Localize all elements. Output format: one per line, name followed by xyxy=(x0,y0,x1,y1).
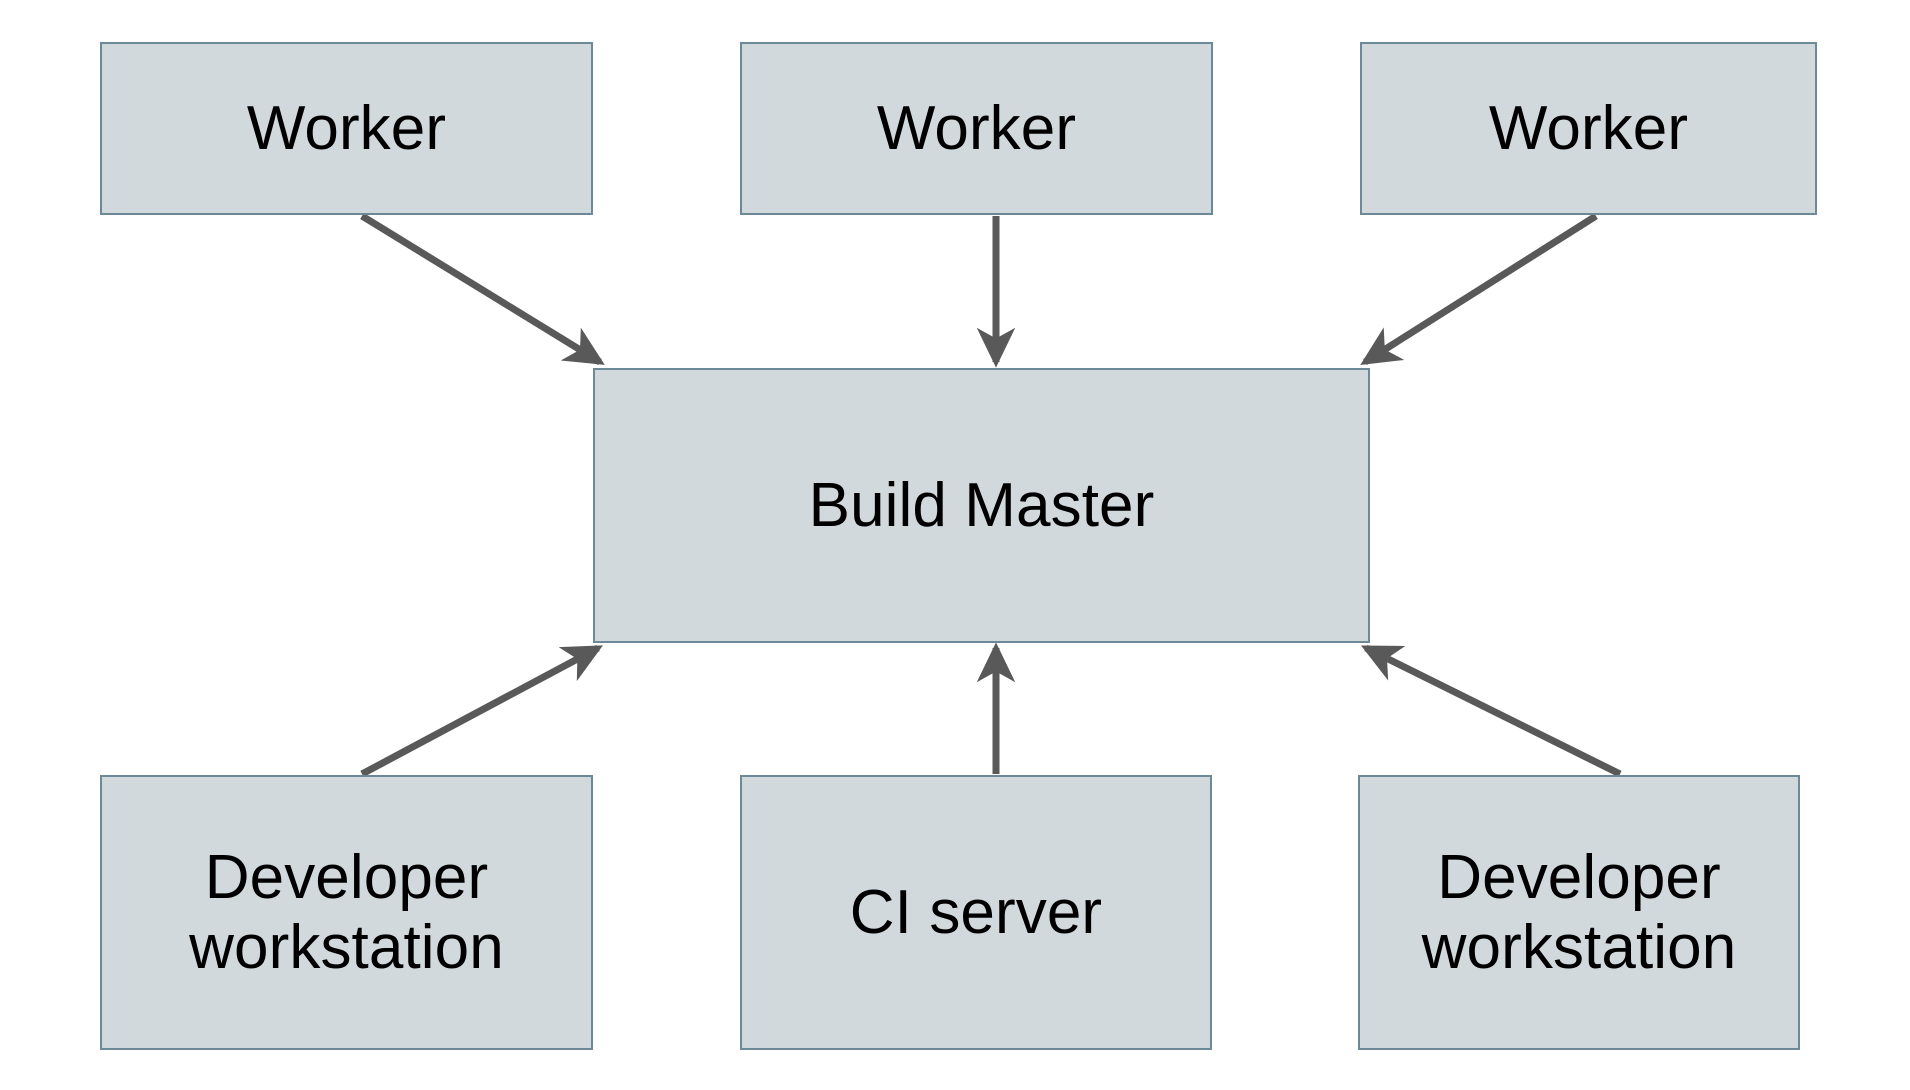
edge-dev-right-to-build-master xyxy=(1360,644,1622,778)
node-worker-top-right[interactable]: Worker xyxy=(1360,42,1817,215)
node-worker-top-middle[interactable]: Worker xyxy=(740,42,1213,215)
edge-dev-left-to-build-master xyxy=(360,644,603,778)
node-label-worker-top-right: Worker xyxy=(1488,93,1689,163)
edge-worker-tr-to-build-master xyxy=(1360,213,1598,365)
node-label-build-master: Build Master xyxy=(808,470,1155,540)
node-worker-top-left[interactable]: Worker xyxy=(100,42,593,215)
node-developer-workstation-left[interactable]: Developer workstation xyxy=(100,775,593,1050)
node-label-ci-server: CI server xyxy=(849,877,1103,947)
node-label-worker-top-middle: Worker xyxy=(876,93,1077,163)
node-label-developer-workstation-left: Developer workstation xyxy=(189,843,504,982)
node-developer-workstation-right[interactable]: Developer workstation xyxy=(1358,775,1800,1050)
node-label-worker-top-left: Worker xyxy=(246,93,447,163)
edge-worker-tl-to-build-master xyxy=(360,213,605,365)
node-ci-server[interactable]: CI server xyxy=(740,775,1212,1050)
node-label-developer-workstation-right: Developer workstation xyxy=(1421,843,1737,982)
node-build-master[interactable]: Build Master xyxy=(593,368,1370,643)
